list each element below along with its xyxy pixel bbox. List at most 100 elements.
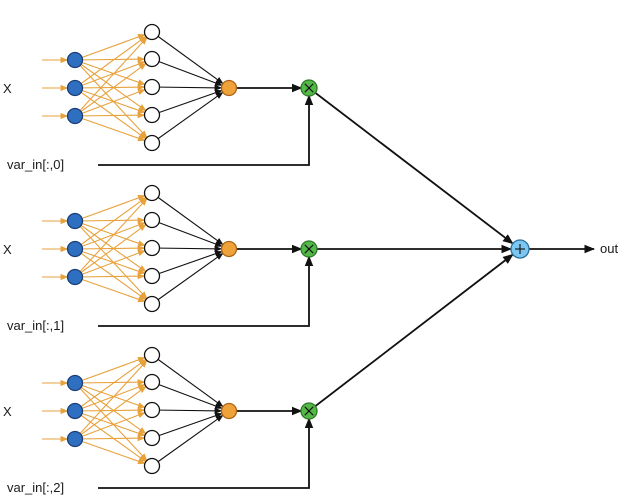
input-hidden-edge (74, 379, 146, 386)
var-in-path (98, 423, 310, 489)
hidden-output-edge (151, 91, 224, 144)
input-hidden-edge (74, 56, 146, 63)
input-hidden-edge (74, 220, 148, 300)
input-hidden-edge (74, 195, 146, 222)
multiply-icon-stroke (304, 83, 314, 93)
input-node (66, 430, 84, 448)
hidden-output-edge (151, 58, 223, 86)
input-hidden-edge (74, 248, 146, 275)
var-in-path (98, 261, 310, 327)
var-in-label: var_in[:,2] (7, 480, 64, 495)
input-hidden-edge (74, 410, 147, 463)
input-hidden-edge (74, 386, 147, 440)
hidden-node (143, 373, 161, 391)
hidden-output-edge (151, 252, 224, 305)
input-hidden-edge (74, 59, 146, 86)
hidden-node (143, 106, 161, 124)
input-hidden-edge (74, 382, 146, 409)
input-hidden-edge (74, 89, 146, 117)
input-label: X (3, 404, 12, 419)
input-hidden-edge (74, 435, 146, 442)
plus-icon (515, 244, 525, 254)
input-node (66, 212, 84, 230)
var-in-label: var_in[:,1] (7, 318, 64, 333)
input-label: X (3, 81, 12, 96)
input-hidden-edge (74, 61, 146, 89)
input-node (66, 374, 84, 392)
input-hidden-edge (74, 36, 148, 117)
hidden-node (143, 429, 161, 447)
input-hidden-edge (74, 407, 146, 414)
input-hidden-edge (74, 87, 146, 114)
input-hidden-edge (74, 245, 146, 252)
input-node (66, 402, 84, 420)
input-hidden-edge (74, 35, 147, 89)
input-hidden-edge (74, 382, 147, 435)
input-hidden-edge (74, 358, 147, 412)
hidden-node (143, 211, 161, 229)
input-hidden-edge (74, 357, 146, 384)
multiply-icon-stroke (304, 244, 314, 254)
hidden-output-edge (151, 89, 223, 116)
network-output-node (220, 240, 238, 258)
input-node (66, 240, 84, 258)
input-hidden-edge (74, 384, 146, 412)
network-output-node (220, 79, 238, 97)
input-hidden-edge (74, 382, 148, 462)
multiply-icon (304, 244, 314, 254)
hidden-node (143, 184, 161, 202)
network-output-node (220, 402, 238, 420)
hidden-output-edge (151, 31, 224, 85)
hidden-output-edge (151, 412, 223, 439)
var-in-path (98, 100, 310, 166)
input-hidden-edge (74, 115, 146, 142)
input-hidden-edge (74, 87, 147, 140)
input-label: X (3, 242, 12, 257)
hidden-node (143, 401, 161, 419)
hidden-output-edge (151, 219, 223, 247)
hidden-node (143, 50, 161, 68)
input-node (66, 79, 84, 97)
hidden-node (143, 78, 161, 96)
var-in-label: var_in[:,0] (7, 157, 64, 172)
input-hidden-edge (74, 222, 146, 250)
input-hidden-edge (74, 217, 146, 224)
input-hidden-edge (74, 250, 146, 278)
multiply-icon-stroke (304, 406, 314, 416)
hidden-output-edge (151, 354, 224, 408)
hidden-node (143, 457, 161, 475)
hidden-node (143, 267, 161, 285)
hidden-output-edge (151, 407, 223, 414)
input-hidden-edge (74, 84, 146, 91)
input-node (66, 107, 84, 125)
multiply-sum-edge (308, 87, 514, 245)
input-hidden-edge (74, 63, 147, 117)
input-hidden-edge (74, 224, 147, 278)
input-node (66, 268, 84, 286)
input-hidden-edge (74, 197, 148, 278)
hidden-node (143, 134, 161, 152)
input-hidden-edge (74, 34, 146, 61)
input-hidden-edge (74, 438, 146, 465)
input-hidden-edge (74, 112, 146, 119)
input-hidden-edge (74, 273, 146, 280)
multiply-icon (304, 83, 314, 93)
input-hidden-edge (74, 196, 147, 250)
hidden-output-edge (151, 192, 224, 246)
input-hidden-edge (74, 359, 148, 440)
input-node (66, 51, 84, 69)
hidden-node (143, 23, 161, 41)
input-hidden-edge (74, 220, 147, 273)
hidden-node (143, 295, 161, 313)
hidden-node (143, 346, 161, 364)
multiply-icon (304, 406, 314, 416)
nodes-layer (66, 23, 530, 475)
input-hidden-edge (74, 248, 147, 301)
input-hidden-edge (74, 276, 146, 303)
hidden-output-edge (151, 414, 224, 467)
hidden-output-edge (151, 84, 223, 91)
hidden-output-edge (151, 381, 223, 409)
edges-layer (42, 31, 596, 489)
